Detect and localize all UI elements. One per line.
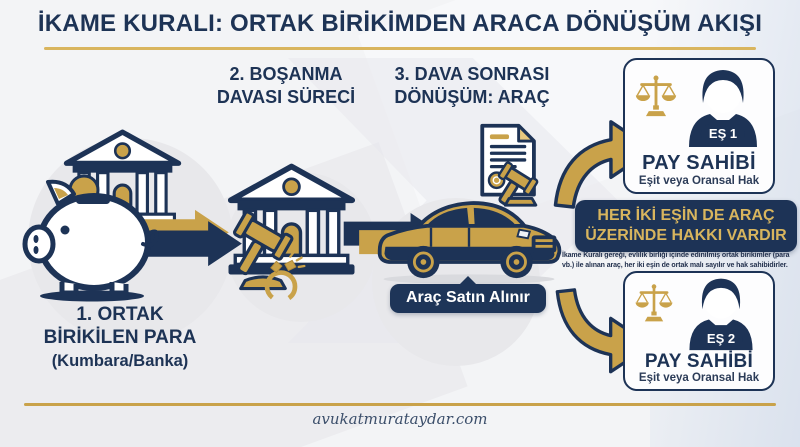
broken-ring-icon — [264, 252, 306, 303]
gavel-icon — [233, 210, 294, 291]
rights-banner: HER İKİ EŞİN DE ARAÇ ÜZERİNDE HAKKI VARD… — [575, 200, 797, 253]
spouse-card-subtitle: Eşit veya Oransal Hak — [638, 175, 760, 187]
step1-heading: 1. ORTAK BİRİKİLEN PARA (Kumbara/Banka) — [43, 304, 197, 370]
spouse-card-2: EŞ 2 PAY SAHİBİ Eşit veya Oransal Hak — [623, 271, 775, 391]
step3-heading: 3. DAVA SONRASI DÖNÜŞÜM: ARAÇ — [394, 64, 550, 107]
scales-of-justice-icon — [635, 284, 673, 322]
website-url: avukatmurataydar.com — [312, 410, 488, 428]
piggy-bank-icon — [22, 174, 159, 302]
title-underline — [44, 47, 756, 50]
rights-note: İkame Kuralı gereği, evlilik birliği içi… — [562, 252, 790, 270]
spouse-badge: EŞ 2 — [698, 329, 744, 349]
spouse-card-title: PAY SAHİBİ — [644, 351, 754, 372]
contract-gavel-icon — [480, 123, 539, 207]
car-icon — [377, 201, 562, 284]
spouse-card-1: EŞ 1 PAY SAHİBİ Eşit veya Oransal Hak — [623, 58, 775, 194]
scales-of-justice-icon — [635, 75, 677, 117]
footer-divider — [24, 403, 776, 406]
step2-heading: 2. BOŞANMA DAVASI SÜRECİ — [216, 64, 356, 107]
spouse-card-title: PAY SAHİBİ — [642, 152, 756, 174]
page-title: İKAME KURALI: ORTAK BİRİKİMDEN ARACA DÖN… — [37, 10, 763, 37]
spouse-badge: EŞ 1 — [700, 124, 746, 144]
spouse-card-subtitle: Eşit veya Oransal Hak — [638, 372, 760, 384]
purchase-label: Araç Satın Alınır — [390, 284, 546, 313]
